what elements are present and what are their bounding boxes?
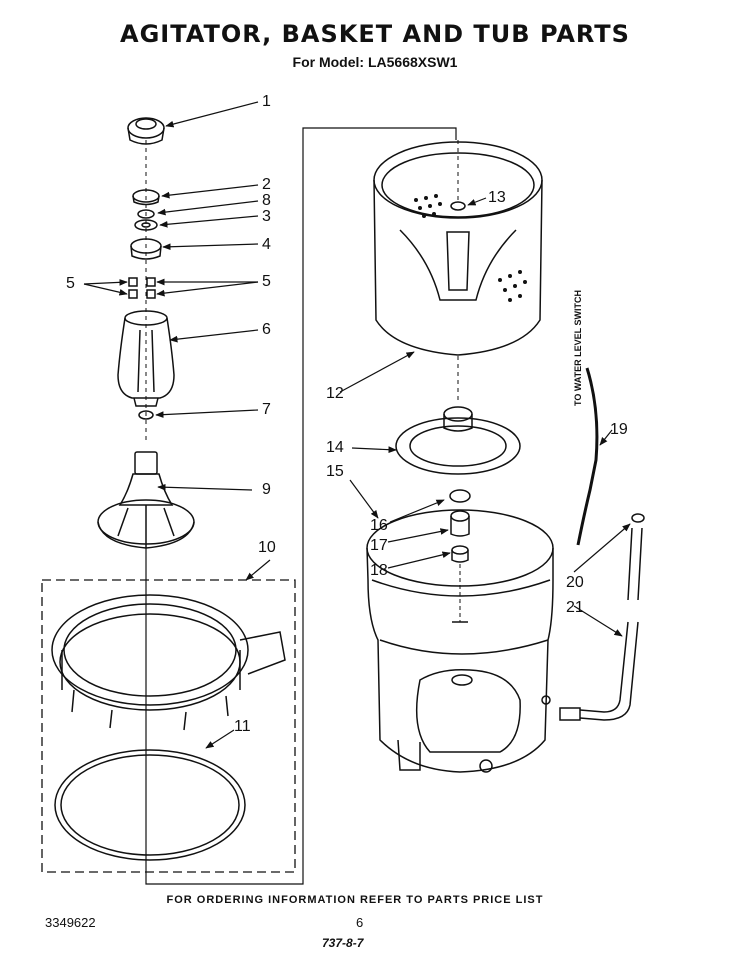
callout-7: 7 [262, 401, 271, 418]
parts-10-11-group-box [41, 579, 296, 873]
callout-21: 21 [566, 599, 584, 616]
part-7-ring [138, 410, 154, 420]
page-number: 6 [356, 915, 364, 930]
callout-5-right: 5 [262, 273, 271, 290]
callout-4: 4 [262, 236, 271, 253]
callout-20: 20 [566, 574, 584, 591]
document-number: 3349622 [45, 915, 96, 930]
part-2-cap-insert [132, 189, 160, 206]
part-12-basket [373, 141, 543, 356]
callout-18: 18 [370, 562, 388, 579]
part-20-hose-clamp [631, 513, 645, 523]
callout-10: 10 [258, 539, 276, 556]
callout-12: 12 [326, 385, 344, 402]
callout-17: 17 [370, 537, 388, 554]
model-subtitle: For Model: LA5668XSW1 [292, 54, 458, 70]
part-14-basket-hub [395, 406, 521, 475]
callout-1: 1 [262, 93, 271, 110]
part-21-drain-hose [559, 527, 643, 721]
part-3-washer [134, 219, 158, 231]
part-11-gasket [54, 749, 246, 861]
callout-3: 3 [262, 208, 271, 225]
callout-5-left: 5 [66, 275, 75, 292]
callout-leader-lines [83, 101, 631, 749]
part-18-bearing-assembly [451, 545, 469, 623]
part-9-lower-agitator [97, 451, 195, 549]
page-title: AGITATOR, BASKET AND TUB PARTS [120, 20, 630, 48]
ordering-info-note: FOR ORDERING INFORMATION REFER TO PARTS … [166, 894, 544, 906]
part-8-seal-ring [137, 209, 155, 219]
callout-6: 6 [262, 321, 271, 338]
part-10-tub-ring [51, 594, 286, 731]
part-1-agitator-cap [127, 117, 165, 145]
water-level-switch-note: TO WATER LEVEL SWITCH [573, 290, 583, 407]
callout-14: 14 [326, 439, 344, 456]
part-6-agitator-barrel [117, 310, 175, 407]
handwritten-code: 737-8-7 [322, 936, 364, 950]
part-5-agitator-dogs [128, 277, 156, 299]
callout-8: 8 [262, 192, 271, 209]
part-13-basket-bolt [450, 140, 466, 211]
part-17-hub-seal [450, 510, 470, 537]
callout-13: 13 [488, 189, 506, 206]
part-15-outer-tub [366, 509, 554, 773]
callout-9: 9 [262, 481, 271, 498]
callout-19: 19 [610, 421, 628, 438]
callout-11: 11 [234, 718, 251, 735]
callout-2: 2 [262, 176, 271, 193]
part-16-retaining-ring [449, 489, 471, 503]
callout-15: 15 [326, 463, 344, 480]
part-4-cam-nut [130, 238, 162, 260]
callout-16: 16 [370, 517, 388, 534]
part-19-air-dome-hose [576, 367, 599, 546]
assembly-connector-line [145, 127, 457, 885]
